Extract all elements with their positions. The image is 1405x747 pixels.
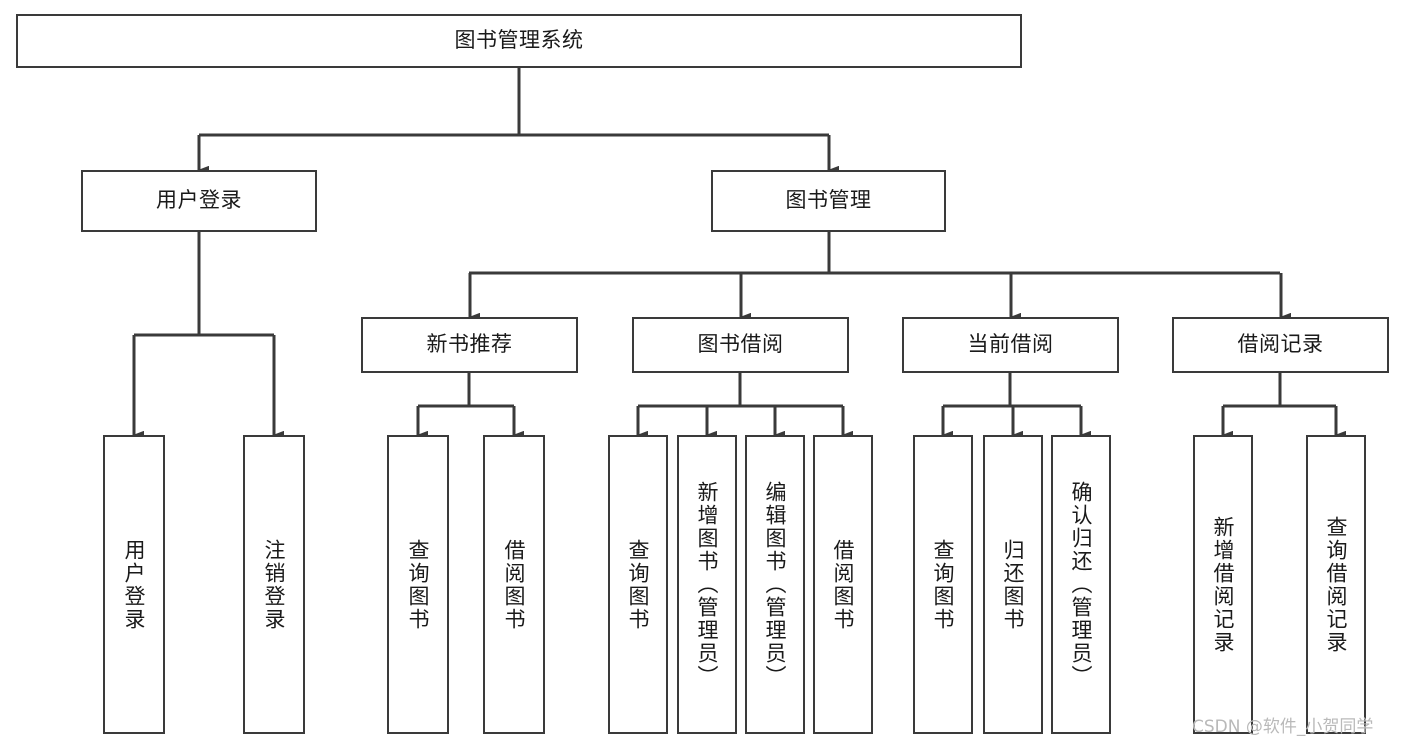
node-leaf-query-book-bb[interactable]: 查询图书 xyxy=(608,435,668,734)
node-leaf-query-borrow-record[interactable]: 查询借阅记录 xyxy=(1306,435,1366,734)
node-label: 图书管理 xyxy=(785,188,872,213)
node-leaf-user-logout[interactable]: 注销登录 xyxy=(243,435,305,734)
node-leaf-borrow-book-bb[interactable]: 借阅图书 xyxy=(813,435,873,734)
node-label: 图书借阅 xyxy=(697,332,784,357)
node-label: 图书管理系统 xyxy=(454,28,584,53)
node-leaf-query-book-rec[interactable]: 查询图书 xyxy=(387,435,449,734)
node-label: 新增借阅记录 xyxy=(1211,515,1236,654)
node-label: 新增图书（管理员） xyxy=(695,481,720,688)
node-label: 借阅图书 xyxy=(831,538,856,631)
node-book-borrow[interactable]: 图书借阅 xyxy=(632,317,849,373)
node-label: 新书推荐 xyxy=(426,332,513,357)
node-leaf-return-book[interactable]: 归还图书 xyxy=(983,435,1043,734)
node-root[interactable]: 图书管理系统 xyxy=(16,14,1022,68)
node-label: 查询图书 xyxy=(931,538,956,631)
node-label: 用户登录 xyxy=(122,538,147,631)
node-current-borrow[interactable]: 当前借阅 xyxy=(902,317,1119,373)
node-label: 当前借阅 xyxy=(967,332,1054,357)
node-label: 确认归还（管理员） xyxy=(1069,481,1094,688)
node-label: 用户登录 xyxy=(156,188,242,213)
node-book-manage[interactable]: 图书管理 xyxy=(711,170,946,232)
node-leaf-borrow-book-rec[interactable]: 借阅图书 xyxy=(483,435,545,734)
node-leaf-query-book-cb[interactable]: 查询图书 xyxy=(913,435,973,734)
node-leaf-user-login[interactable]: 用户登录 xyxy=(103,435,165,734)
node-leaf-add-borrow-record[interactable]: 新增借阅记录 xyxy=(1193,435,1253,734)
node-leaf-edit-book-admin[interactable]: 编辑图书（管理员） xyxy=(745,435,805,734)
node-label: 编辑图书（管理员） xyxy=(763,481,788,688)
node-new-book-rec[interactable]: 新书推荐 xyxy=(361,317,578,373)
node-label: 查询借阅记录 xyxy=(1324,515,1349,654)
node-leaf-confirm-return-admin[interactable]: 确认归还（管理员） xyxy=(1051,435,1111,734)
node-label: 注销登录 xyxy=(262,538,287,631)
node-user-login[interactable]: 用户登录 xyxy=(81,170,317,232)
node-label: 借阅图书 xyxy=(502,538,527,631)
node-label: 查询图书 xyxy=(626,538,651,631)
node-borrow-record[interactable]: 借阅记录 xyxy=(1172,317,1389,373)
node-leaf-add-book-admin[interactable]: 新增图书（管理员） xyxy=(677,435,737,734)
node-label: 借阅记录 xyxy=(1237,332,1324,357)
node-label: 归还图书 xyxy=(1001,538,1026,631)
csdn-watermark: CSDN @软件_小贺同学 xyxy=(1192,717,1374,737)
node-label: 查询图书 xyxy=(406,538,431,631)
